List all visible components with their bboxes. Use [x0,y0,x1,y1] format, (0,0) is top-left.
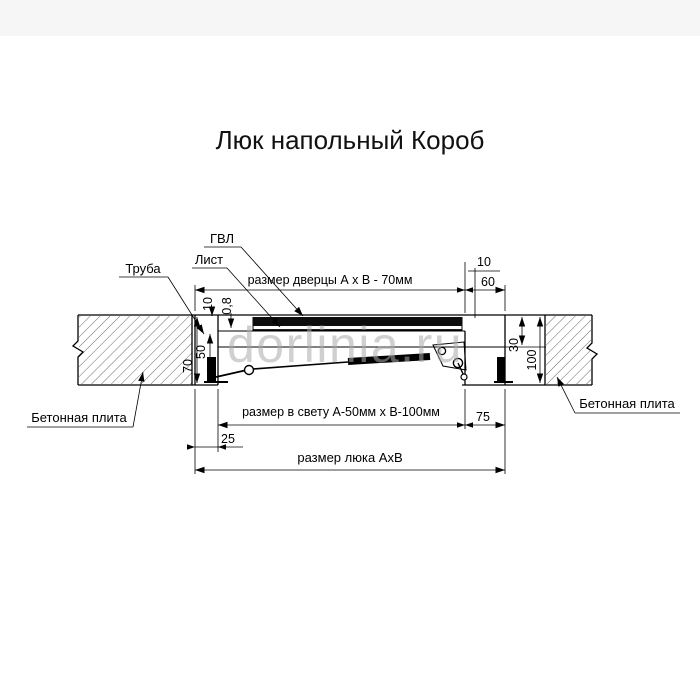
break-line-left [71,315,85,385]
right-hinge-plate [432,341,467,371]
page-title: Люк напольный Короб [216,125,485,155]
callout-concrete-right: Бетонная плита [579,396,675,411]
pivot-mid [437,346,447,356]
callout-concrete-left: Бетонная плита [31,410,127,425]
pivot-lower [460,373,468,381]
dim-bottom-25: 25 [221,432,235,446]
dim-clear-size: размер в свету А-50мм х В-100мм [242,405,440,419]
dim-left-50: 50 [194,345,208,359]
dim-lid-10: 10 [201,297,215,311]
callout-lines [27,246,680,428]
callout-tube: Труба [125,261,161,276]
dim-top-10: 10 [477,255,491,269]
page-top-band [0,0,700,36]
left-mount-bracket [207,357,216,382]
concrete-slab-left [71,315,193,385]
callout-gvl: ГВЛ [210,231,234,246]
pivot-left [243,364,255,376]
dim-right-100: 100 [525,350,539,371]
callout-sheet: Лист [195,252,223,267]
dim-hatch-size: размер люка АхВ [297,450,402,465]
dim-bottom-75: 75 [476,410,490,424]
dim-door-size: размер дверцы А х В - 70мм [248,273,413,287]
watermark: dorlinia.ru [227,317,463,373]
dim-right-30: 30 [507,338,521,352]
concrete-slab-right [544,315,599,385]
dim-left-70: 70 [181,359,195,373]
break-line-right [585,315,599,385]
dim-top-60: 60 [481,275,495,289]
gvl-board [253,317,462,326]
dim-lid-08: 0,8 [220,297,234,314]
gas-spring-rod [252,361,349,370]
hatch-lid [253,317,462,331]
right-mount-bracket [497,357,505,382]
gas-spring-cylinder [347,353,431,365]
